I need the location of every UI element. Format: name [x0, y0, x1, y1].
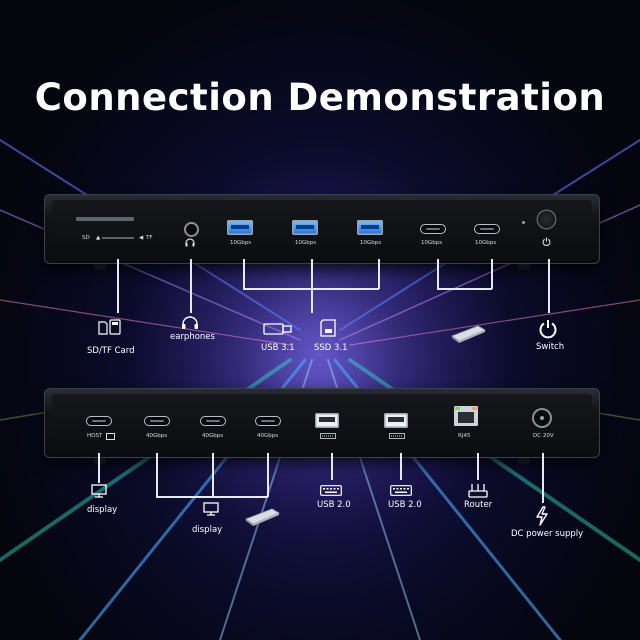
- usb-drive-icon: [263, 323, 292, 335]
- usb-a-port-white-1: [315, 413, 339, 428]
- sd-label: SD: [82, 235, 90, 241]
- usb-a-port-1: [227, 220, 253, 235]
- keyboard-small-icon: [320, 433, 336, 439]
- usb-c-host-port: [86, 416, 112, 426]
- usb-c-port-2: [474, 224, 500, 234]
- monitor-icon: [203, 502, 219, 516]
- dc-jack: [534, 410, 550, 426]
- headphones-small-icon: [185, 238, 195, 247]
- callout-usb20-b: USB 2.0: [388, 500, 422, 510]
- bottom-panel-device: HOST 40Gbps 40Gbps 40Gbps RJ45 DC 20V: [44, 388, 600, 464]
- keyboard-icon: [390, 485, 412, 496]
- rj45-port: [454, 406, 478, 426]
- callout-display-mid: display: [192, 525, 223, 535]
- laptop-icon: [245, 508, 280, 526]
- callout-router: Router: [464, 500, 493, 510]
- callout-display-left: display: [87, 505, 118, 515]
- usb-a-port-2: [292, 220, 318, 235]
- sd-card-icon: [98, 319, 121, 335]
- page-title: Connection Demonstration: [34, 76, 606, 119]
- power-led: [522, 221, 525, 224]
- tf-label: TF: [146, 235, 153, 241]
- dc-label: DC 20V: [533, 433, 554, 439]
- port-speed-label: 10Gbps: [295, 240, 317, 246]
- usb-c-port-1: [420, 224, 446, 234]
- usb-c-port-40g-3: [255, 416, 281, 426]
- ssd-icon: [320, 319, 336, 337]
- monitor-icon: [91, 484, 107, 498]
- callout-earphones: earphones: [170, 332, 215, 342]
- headphones-icon: [182, 316, 198, 329]
- port-speed-label: 10Gbps: [230, 240, 252, 246]
- port-speed-label: 10Gbps: [360, 240, 382, 246]
- callout-ssd31: SSD 3.1: [314, 343, 348, 353]
- usb-a-port-3: [357, 220, 383, 235]
- callout-usb20-a: USB 2.0: [317, 500, 351, 510]
- keyboard-icon: [320, 485, 342, 496]
- audio-jack: [184, 222, 199, 237]
- callout-switch: Switch: [536, 342, 565, 352]
- card-slot-sd: [76, 217, 134, 221]
- host-label: HOST: [87, 433, 103, 439]
- usb-c-port-40g-1: [144, 416, 170, 426]
- power-button: [538, 211, 555, 228]
- power-icon: [539, 320, 557, 339]
- lightning-icon: [536, 506, 548, 526]
- callout-dc-power: DC power supply: [511, 529, 584, 539]
- port-speed-label: 40Gbps: [202, 433, 224, 439]
- callout-usb31: USB 3.1: [261, 343, 295, 353]
- keyboard-small-icon: [389, 433, 405, 439]
- router-icon: [468, 484, 488, 498]
- power-small-icon: [542, 237, 551, 246]
- port-speed-label: 40Gbps: [257, 433, 279, 439]
- rj45-label: RJ45: [458, 433, 471, 439]
- usb-a-port-white-2: [384, 413, 408, 428]
- port-speed-label: 10Gbps: [475, 240, 497, 246]
- usb-c-port-40g-2: [200, 416, 226, 426]
- port-speed-label: 40Gbps: [146, 433, 168, 439]
- callout-card: SD/TF Card: [87, 346, 135, 356]
- monitor-small-icon: [106, 433, 115, 440]
- port-speed-label: 10Gbps: [421, 240, 443, 246]
- card-slot-tf: [102, 237, 134, 239]
- laptop-icon: [451, 325, 486, 343]
- top-panel-device: SD ▲ ◀ TF 10Gbps 10Gbps 10Gbps 10Gbps 10…: [44, 194, 600, 270]
